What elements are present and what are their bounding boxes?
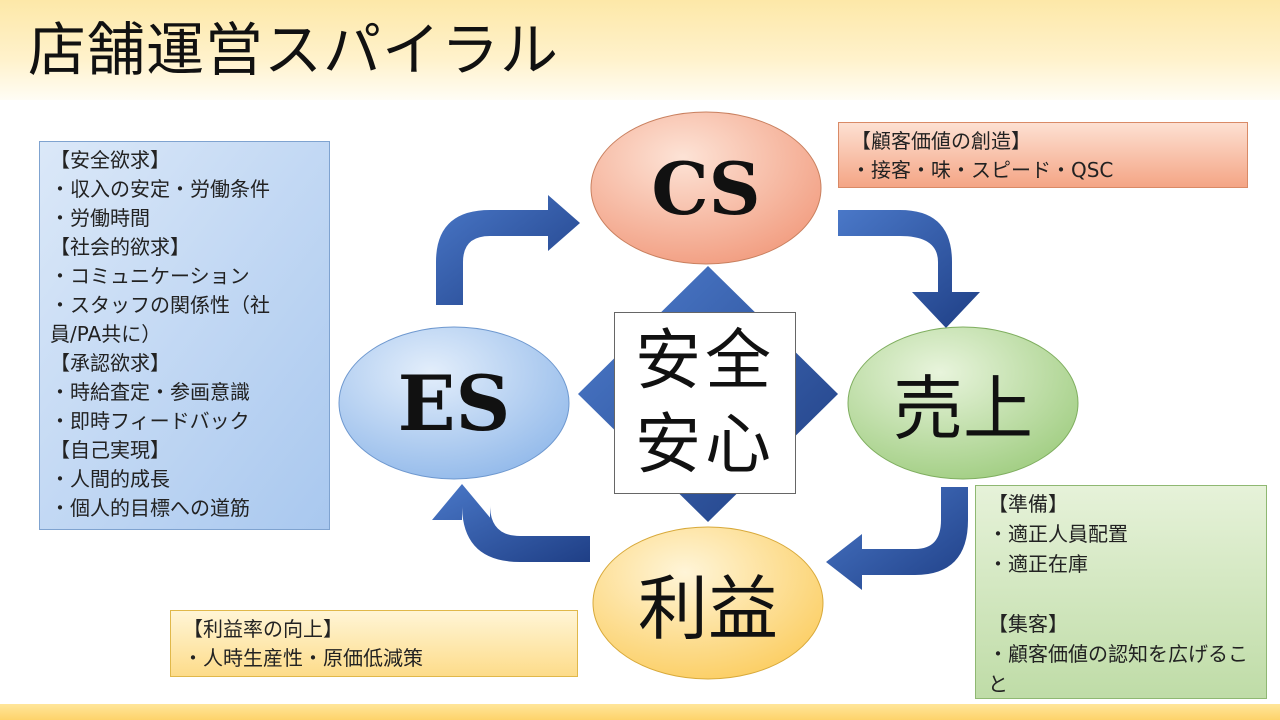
note-sales-heading-2: 【集客】 [988, 612, 1068, 636]
center-box: 安全 安心 [614, 312, 796, 494]
note-cs-item: ・接客・味・スピード・QSC [851, 158, 1114, 182]
note-profit-item: ・人時生産性・原価低減策 [183, 646, 423, 670]
node-es [338, 326, 570, 480]
arrow-es-to-cs [436, 195, 580, 305]
note-cs-heading: 【顧客価値の創造】 [851, 129, 1031, 153]
note-es-line: ・コミュニケーション [50, 264, 250, 288]
note-cs: 【顧客価値の創造】 ・接客・味・スピード・QSC [838, 122, 1248, 188]
note-es-line: ・人間的成長 [50, 467, 170, 491]
page-title: 店舗運営スパイラル [28, 16, 560, 84]
node-sales [847, 326, 1079, 480]
node-cs [590, 111, 822, 265]
note-sales-item: ・適正在庫 [988, 552, 1088, 576]
note-es-line: 【承認欲求】 [50, 351, 170, 375]
arrow-sales-to-profit [826, 487, 968, 590]
bottom-bar [0, 704, 1280, 720]
arrow-profit-to-es [432, 484, 590, 562]
node-cs-label: CS [651, 145, 761, 231]
note-sales-item: ・顧客価値の認知を広げること [988, 642, 1248, 696]
note-es-line: ・スタッフの関係性（社員/PA共に） [50, 293, 270, 346]
note-es-line: ・労働時間 [50, 206, 150, 230]
note-es-line: 【自己実現】 [50, 438, 170, 462]
note-es-line: ・即時フィードバック [50, 409, 250, 433]
note-es-line: ・収入の安定・労働条件 [50, 177, 270, 201]
note-sales-heading-1: 【準備】 [988, 492, 1068, 516]
arrow-cs-to-sales [838, 210, 980, 328]
node-profit [592, 526, 824, 680]
note-es: 【安全欲求】 ・収入の安定・労働条件 ・労働時間 【社会的欲求】 ・コミュニケー… [39, 141, 330, 530]
node-es-label: ES [397, 358, 511, 448]
note-profit-heading: 【利益率の向上】 [183, 617, 343, 641]
node-profit-label: 利益 [638, 567, 778, 650]
center-line-1: 安全 [635, 322, 775, 399]
note-sales-gap [988, 579, 1254, 609]
note-profit: 【利益率の向上】 ・人時生産性・原価低減策 [170, 610, 578, 677]
note-es-line: 【社会的欲求】 [50, 235, 190, 259]
note-es-line: ・個人的目標への道筋 [50, 496, 250, 520]
center-line-2: 安心 [635, 406, 775, 483]
node-sales-label: 売上 [893, 367, 1033, 450]
note-sales-item: ・適正人員配置 [988, 522, 1128, 546]
note-es-line: 【安全欲求】 [50, 148, 170, 172]
title-bar [0, 0, 1280, 100]
note-sales: 【準備】 ・適正人員配置 ・適正在庫 【集客】 ・顧客価値の認知を広げること [975, 485, 1267, 699]
note-es-line: ・時給査定・参画意識 [50, 380, 250, 404]
